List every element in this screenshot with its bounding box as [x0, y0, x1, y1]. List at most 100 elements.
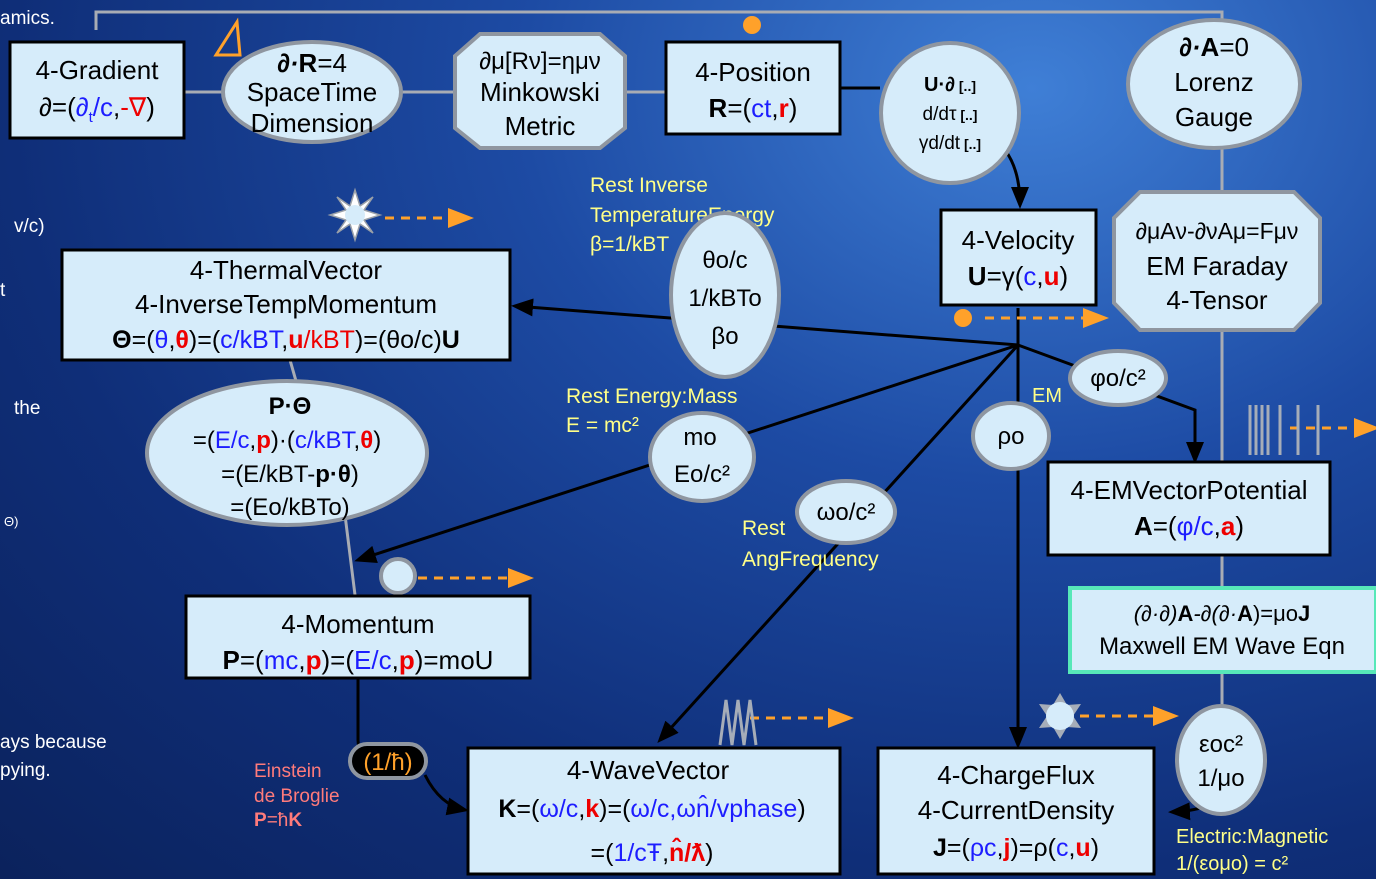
- spacetime-dimension-node[interactable]: ∂·R=4 SpaceTime Dimension: [221, 40, 403, 144]
- momentum-box[interactable]: 4-Momentum P=(mc,p)=(E/c,p)=moU: [184, 594, 532, 680]
- mass-factor-line-1: mo: [683, 424, 716, 451]
- side-text-7: pying.: [0, 760, 51, 781]
- side-text-3: t: [0, 280, 6, 301]
- em-label: EM: [1032, 385, 1062, 407]
- dot-icon-velocity: [954, 309, 972, 327]
- maxwell-formula: (∂·∂)A-∂(∂·A)=μoJ: [1134, 601, 1311, 626]
- position-box[interactable]: 4-Position R=(ct,r): [664, 40, 842, 136]
- rho-factor-text: ρo: [998, 423, 1025, 450]
- thermal-subtitle: 4-InverseTempMomentum: [135, 289, 437, 319]
- electric-magnetic-label: Electric:Magnetic 1/(εoμo) = c²: [1176, 826, 1328, 875]
- minkowski-formula: ∂μ[Rν]=ημν: [479, 48, 601, 75]
- em-vector-potential-box[interactable]: 4-EMVectorPotential A=(φ/c,a): [1046, 460, 1332, 557]
- sun-icon: [1039, 693, 1081, 739]
- elec-mag-line-1: Electric:Magnetic: [1176, 826, 1328, 848]
- maxwell-wave-eqn-box[interactable]: (∂·∂)A-∂(∂·A)=μoJ Maxwell EM Wave Eqn: [1068, 586, 1376, 674]
- epsilon-factor-node[interactable]: εoc² 1/μo: [1175, 704, 1267, 816]
- phi-factor-text: φo/c²: [1090, 365, 1146, 392]
- position-title: 4-Position: [695, 57, 811, 87]
- minkowski-metric-node[interactable]: ∂μ[Rν]=ημν Minkowski Metric: [453, 32, 627, 150]
- tensor-label: 4-Tensor: [1166, 285, 1267, 315]
- hbar-factor-node[interactable]: (1/ħ): [348, 742, 428, 780]
- deriv-line-2: d/dτ [..]: [923, 104, 978, 125]
- position-formula: R=(ct,r): [709, 93, 798, 123]
- theta-factor-line-3: βo: [711, 323, 738, 350]
- side-text-1: amics.: [0, 8, 55, 29]
- einstein-line-3: P=ħK: [254, 810, 302, 831]
- charge-flux-box[interactable]: 4-ChargeFlux 4-CurrentDensity J=(ρc,j)=ρ…: [876, 746, 1156, 876]
- einstein-line-2: de Broglie: [254, 786, 340, 807]
- side-text-5: Θ): [4, 514, 19, 529]
- einstein-de-broglie-label: Einstein de Broglie P=ħK: [254, 761, 340, 831]
- gauge-label: Gauge: [1175, 102, 1253, 132]
- delta-icon: [213, 17, 242, 57]
- gradient-box[interactable]: 4-Gradient ∂=(∂t/c,-∇): [8, 40, 186, 140]
- lorenz-label: Lorenz: [1174, 67, 1254, 97]
- gray-connector-lines: [94, 10, 1224, 800]
- wave-vector-box[interactable]: 4-WaveVector K=(ω/c,k)=(ω/c,ωn̂/vphase) …: [466, 746, 842, 876]
- theta-factor-line-1: θo/c: [702, 247, 747, 274]
- spacetime-formula: ∂·R=4: [277, 48, 347, 78]
- ptheta-title: P·Θ: [269, 393, 312, 420]
- sphere-icon-momentum: [379, 557, 417, 595]
- theta-factor-line-2: 1/kBTo: [688, 285, 761, 312]
- dot-icon-position: [743, 16, 761, 34]
- thermal-formula: Θ=(θ,θ)=(c/kBT,u/kBT)=(θo/c)U: [112, 326, 460, 354]
- ptheta-line-3: =(E/kBT-p·θ): [221, 461, 359, 488]
- wavevector-formula-2: =(1/cŦ,n̂/ƛ): [591, 837, 714, 867]
- deriv-line-1: U·∂ [..]: [924, 74, 976, 96]
- rho-factor-node[interactable]: ρo: [971, 401, 1051, 471]
- field-lines-icon: [1248, 405, 1320, 455]
- wave-pulse-icon: [718, 699, 758, 746]
- em-faraday-tensor-node[interactable]: ∂μAν-∂νAμ=Fμν EM Faraday 4-Tensor: [1112, 190, 1322, 332]
- hbar-factor-text: (1/ħ): [363, 749, 412, 776]
- gradient-title: 4-Gradient: [36, 55, 160, 85]
- eps-factor-line-1: εoc²: [1199, 731, 1243, 758]
- theta-factor-node[interactable]: θo/c 1/kBTo βo: [669, 211, 781, 379]
- rest-energy-line-2: E = mc²: [566, 414, 639, 437]
- wavevector-formula: K=(ω/c,k)=(ω/c,ωn̂/vphase): [498, 794, 805, 823]
- mass-factor-node[interactable]: mo Eo/c²: [648, 411, 756, 503]
- black-connector-arrows: [354, 86, 1224, 821]
- chargeflux-title: 4-ChargeFlux: [937, 760, 1095, 790]
- minkowski-label: Minkowski: [480, 77, 600, 107]
- chargeflux-formula: J=(ρc,j)=ρ(c,u): [933, 834, 1099, 862]
- rest-inverse-line-3: β=1/kBT: [590, 233, 669, 256]
- velocity-formula: U=γ(c,u): [968, 261, 1068, 291]
- thermal-title: 4-ThermalVector: [190, 255, 383, 285]
- deriv-line-3: γd/dt [..]: [919, 133, 981, 154]
- emvector-title: 4-EMVectorPotential: [1070, 475, 1307, 505]
- rest-energy-line-1: Rest Energy:Mass: [566, 385, 738, 408]
- rest-inverse-line-1: Rest Inverse: [590, 174, 708, 197]
- momentum-formula: P=(mc,p)=(E/c,p)=moU: [223, 645, 494, 675]
- rest-ang-line-2: AngFrequency: [742, 548, 879, 571]
- metric-label: Metric: [505, 111, 576, 141]
- side-text-6: ays because: [0, 732, 107, 753]
- phi-factor-node[interactable]: φo/c²: [1068, 349, 1168, 407]
- derivative-operators-node[interactable]: U·∂ [..] d/dτ [..] γd/dt [..]: [879, 41, 1021, 185]
- thermal-vector-box[interactable]: 4-ThermalVector 4-InverseTempMomentum Θ=…: [60, 248, 512, 362]
- side-text-4: the: [14, 398, 41, 419]
- einstein-line-1: Einstein: [254, 761, 322, 782]
- star-burst-icon: [327, 187, 383, 243]
- side-text-2: v/c): [14, 216, 45, 237]
- momentum-title: 4-Momentum: [281, 609, 434, 639]
- dimension-label: Dimension: [251, 108, 374, 138]
- lorenz-gauge-node[interactable]: ∂·A=0 Lorenz Gauge: [1126, 18, 1302, 150]
- maxwell-label: Maxwell EM Wave Eqn: [1099, 633, 1345, 660]
- omega-factor-node[interactable]: ωo/c²: [795, 479, 897, 545]
- lorenz-formula: ∂·A=0: [1179, 32, 1249, 62]
- rest-ang-line-1: Rest: [742, 517, 785, 540]
- velocity-title: 4-Velocity: [962, 225, 1075, 255]
- chargeflux-subtitle: 4-CurrentDensity: [918, 795, 1115, 825]
- spacetime-label: SpaceTime: [247, 77, 378, 107]
- elec-mag-line-2: 1/(εoμo) = c²: [1176, 853, 1288, 875]
- orange-dashed-arrows: [385, 208, 1376, 728]
- ptheta-line-2: =(E/c,p)·(c/kBT,θ): [193, 427, 381, 454]
- mass-factor-line-2: Eo/c²: [674, 461, 730, 488]
- velocity-box[interactable]: 4-Velocity U=γ(c,u): [939, 208, 1098, 307]
- p-dot-theta-node[interactable]: P·Θ =(E/c,p)·(c/kBT,θ) =(E/kBT-p·θ) =(Eo…: [145, 379, 429, 527]
- emvector-formula: A=(φ/c,a): [1134, 511, 1244, 541]
- faraday-formula: ∂μAν-∂νAμ=Fμν: [1136, 218, 1299, 244]
